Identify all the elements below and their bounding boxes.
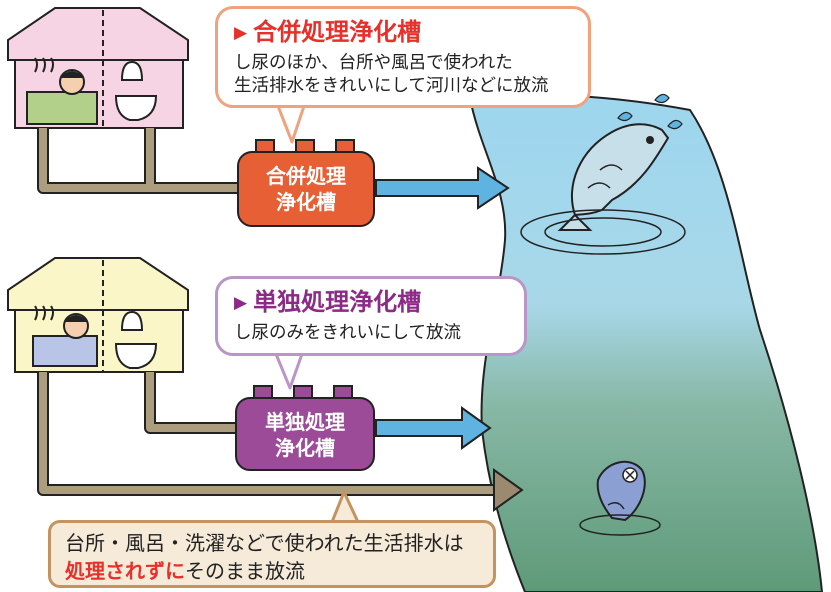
callout-combined-body-line2: 生活排水をきれいにして河川などに放流	[234, 76, 549, 96]
house-combined	[7, 7, 189, 129]
single-tank-label-line2: 浄化槽	[275, 436, 335, 460]
clean-outflow-arrow-single	[375, 406, 492, 450]
combined-septic-tank	[237, 139, 375, 227]
callout-tail-combined	[276, 105, 306, 144]
triangle-marker-icon: ▶	[234, 293, 248, 313]
jumping-fish-icon	[520, 93, 686, 255]
pipes	[37, 128, 494, 496]
combined-tank-label: 合併処理 浄化槽	[238, 163, 374, 215]
dead-fish-icon	[579, 460, 661, 536]
single-septic-tank	[235, 385, 375, 471]
triangle-marker-icon: ▶	[234, 23, 248, 43]
callout-tail-single	[274, 353, 304, 390]
callout-single-body-line1: し尿のみをきれいにして放流	[234, 323, 461, 343]
single-tank-label-line1: 単独処理	[265, 410, 345, 434]
callout-combined-title: 合併処理浄化槽	[253, 18, 422, 46]
callout-untreated-highlight: 処理されずに	[65, 559, 185, 583]
callout-single-tank: ▶単独処理浄化槽 し尿のみをきれいにして放流	[215, 276, 527, 356]
river	[468, 94, 824, 592]
clean-outflow-arrow-combined	[375, 166, 510, 210]
callout-combined-tank: ▶合併処理浄化槽 し尿のほか、台所や風呂で使われた 生活排水をきれいにして河川な…	[215, 6, 591, 108]
callout-untreated-wastewater: 台所・風呂・洗濯などで使われた生活排水は 処理されずにそのまま放流	[48, 520, 496, 588]
callout-untreated-line2-rest: そのまま放流	[185, 559, 305, 583]
single-tank-label: 単独処理 浄化槽	[236, 409, 374, 461]
callout-untreated-line1: 台所・風呂・洗濯などで使われた生活排水は	[65, 531, 464, 555]
callout-combined-body-line1: し尿のほか、台所や風呂で使われた	[234, 53, 513, 73]
untreated-outflow-arrow	[493, 468, 524, 512]
combined-tank-label-line1: 合併処理	[266, 164, 346, 188]
callout-single-title: 単独処理浄化槽	[253, 288, 422, 316]
callout-tail-untreated	[330, 490, 360, 523]
combined-tank-label-line2: 浄化槽	[276, 190, 336, 214]
house-single	[7, 257, 189, 373]
